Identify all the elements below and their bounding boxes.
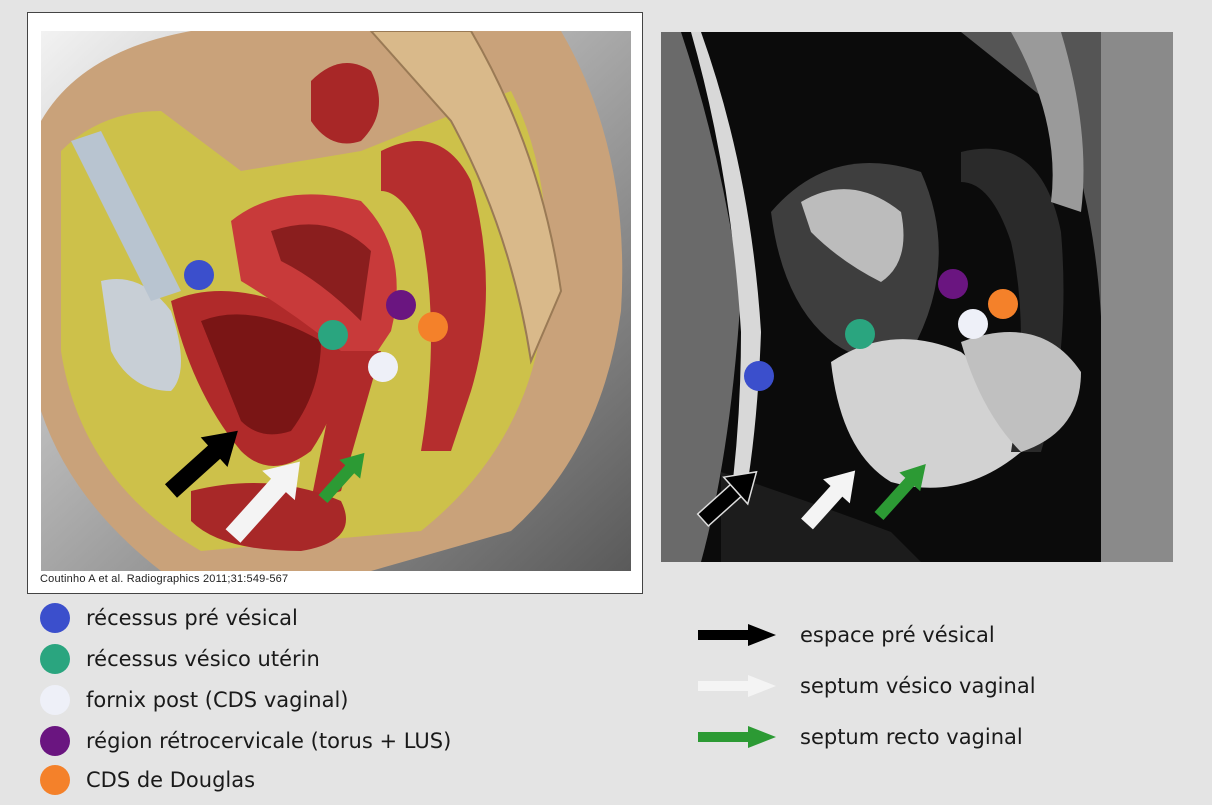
legend-item: septum recto vaginal — [698, 720, 1023, 754]
image-credit: Coutinho A et al. Radiographics 2011;31:… — [40, 573, 288, 585]
mri-image — [661, 32, 1173, 562]
mri-scan — [661, 32, 1173, 562]
white-dot-icon — [40, 685, 70, 715]
anatomy-illustration — [41, 31, 631, 571]
legend-label: septum recto vaginal — [800, 725, 1023, 749]
legend-label: récessus vésico utérin — [86, 647, 320, 671]
legend-label: région rétrocervicale (torus + LUS) — [86, 729, 451, 753]
legend-item: fornix post (CDS vaginal) — [40, 683, 348, 717]
purple-dot-icon — [40, 726, 70, 756]
legend-label: CDS de Douglas — [86, 768, 255, 792]
legend-arrows: espace pré vésical septum vésico vaginal… — [698, 618, 1198, 758]
legend-item: région rétrocervicale (torus + LUS) — [40, 724, 451, 758]
legend-item: CDS de Douglas — [40, 763, 255, 797]
legend-item: récessus pré vésical — [40, 601, 298, 635]
legend-label: septum vésico vaginal — [800, 674, 1036, 698]
legend-label: récessus pré vésical — [86, 606, 298, 630]
black-arrow-icon — [698, 624, 776, 646]
anatomy-illustration-frame: Coutinho A et al. Radiographics 2011;31:… — [27, 12, 643, 594]
white-arrow-icon — [698, 675, 776, 697]
orange-dot-icon — [40, 765, 70, 795]
blue-dot-icon — [40, 603, 70, 633]
legend-item: récessus vésico utérin — [40, 642, 320, 676]
legend-label: espace pré vésical — [800, 623, 995, 647]
legend-dots: récessus pré vésical récessus vésico uté… — [40, 601, 640, 801]
green-dot-icon — [40, 644, 70, 674]
legend-item: espace pré vésical — [698, 618, 995, 652]
legend-item: septum vésico vaginal — [698, 669, 1036, 703]
green-arrow-icon — [698, 726, 776, 748]
legend-label: fornix post (CDS vaginal) — [86, 688, 348, 712]
